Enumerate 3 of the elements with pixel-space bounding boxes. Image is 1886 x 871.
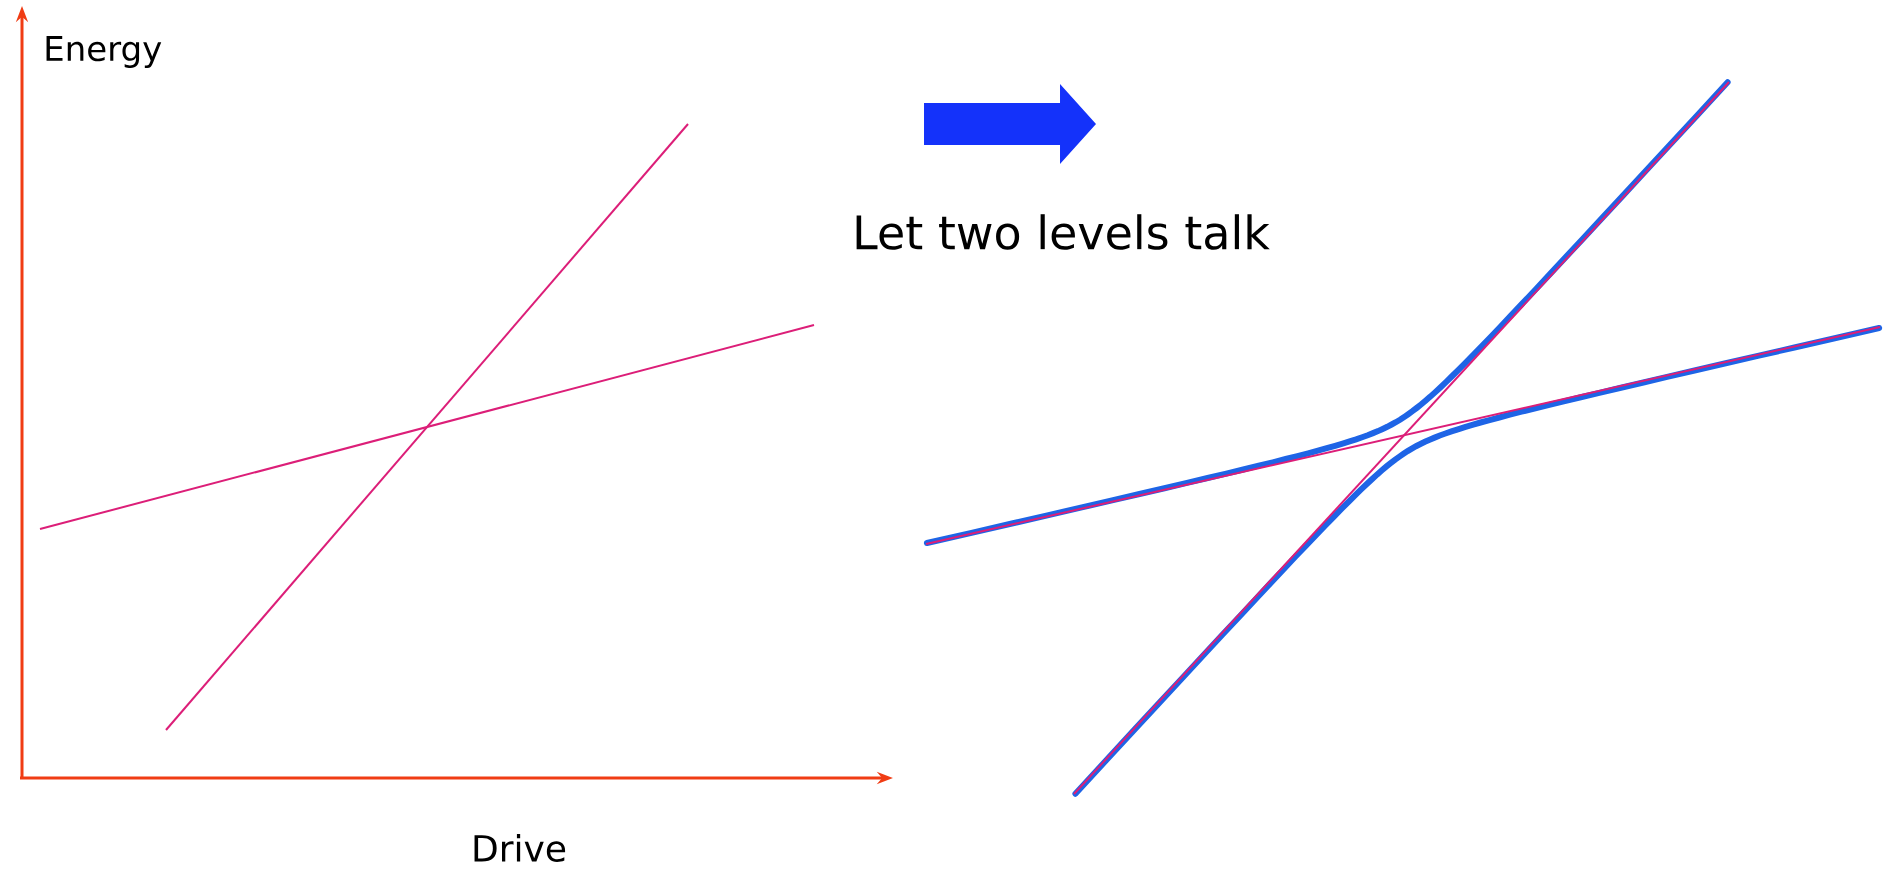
- caption-text: Let two levels talk: [856, 214, 1270, 250]
- axis-label: Energy: [46, 36, 162, 68]
- axis-label: Drive: [474, 834, 566, 862]
